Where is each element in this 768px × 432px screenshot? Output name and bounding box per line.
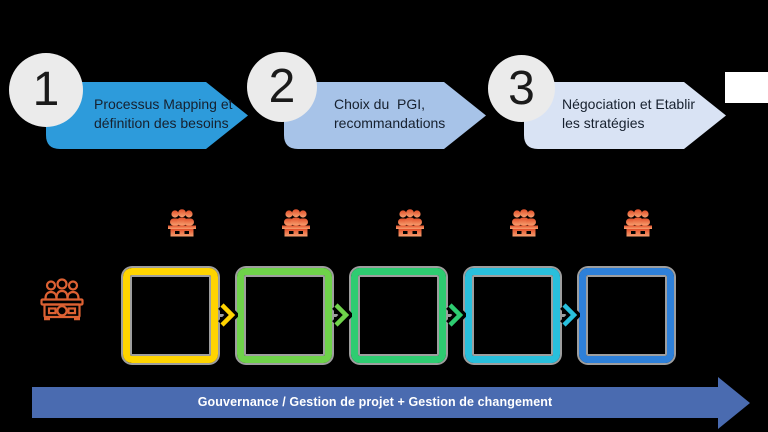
icon-shape bbox=[624, 209, 652, 237]
governance-label: Gouvernance / Gestion de projet + Gestio… bbox=[197, 395, 553, 409]
step3-label: Négociation et Etablir les stratégies bbox=[562, 95, 712, 133]
step1-label-line2: définition des besoins bbox=[94, 115, 229, 131]
committee-panel-icon bbox=[40, 278, 84, 321]
step2-number-circle: 2 bbox=[247, 52, 317, 122]
arrow-shape bbox=[32, 377, 750, 429]
chevron-arrow-icon bbox=[560, 301, 580, 329]
process-box-5 bbox=[579, 268, 674, 363]
step3-label-line2: les stratégies bbox=[562, 115, 645, 131]
step2-banner-arrow bbox=[284, 82, 486, 149]
chevron-arrow-icon bbox=[332, 301, 352, 329]
banner-shape bbox=[524, 82, 726, 149]
step2-number: 2 bbox=[268, 60, 296, 113]
chevron-arrow-icon bbox=[446, 301, 466, 329]
step3-number: 3 bbox=[508, 61, 535, 115]
step3-number-circle: 3 bbox=[488, 55, 555, 122]
process-box-4 bbox=[465, 268, 560, 363]
step1-label: Processus Mapping et définition des beso… bbox=[94, 95, 244, 133]
banner-shape bbox=[284, 82, 486, 149]
icon-shape bbox=[396, 209, 424, 237]
process-box-1 bbox=[123, 268, 218, 363]
step1-label-line1: Processus Mapping et bbox=[94, 96, 233, 112]
meeting-table-icon bbox=[396, 209, 424, 237]
step2-label-line1: Choix du PGI, bbox=[334, 96, 426, 112]
icon-shape bbox=[168, 209, 196, 237]
step1-number: 1 bbox=[32, 63, 60, 116]
icon-shape bbox=[510, 209, 538, 237]
process-box-3 bbox=[351, 268, 446, 363]
step1-number-circle: 1 bbox=[9, 53, 83, 127]
process-box-2 bbox=[237, 268, 332, 363]
meeting-table-icon bbox=[168, 209, 196, 237]
step3-label-line1: Négociation et Etablir bbox=[562, 96, 696, 112]
banner-shape bbox=[46, 82, 248, 149]
icon-shape bbox=[282, 209, 310, 237]
chevron-arrow-icon bbox=[218, 301, 238, 329]
step1-banner-arrow bbox=[46, 82, 248, 149]
step3-banner-arrow bbox=[524, 82, 726, 149]
governance-arrow bbox=[32, 377, 750, 429]
white-corner-block bbox=[725, 72, 768, 103]
step2-label-line2: recommandations bbox=[334, 115, 446, 131]
meeting-table-icon bbox=[510, 209, 538, 237]
step2-label: Choix du PGI, recommandations bbox=[334, 95, 484, 133]
meeting-table-icon bbox=[624, 209, 652, 237]
meeting-table-icon bbox=[282, 209, 310, 237]
